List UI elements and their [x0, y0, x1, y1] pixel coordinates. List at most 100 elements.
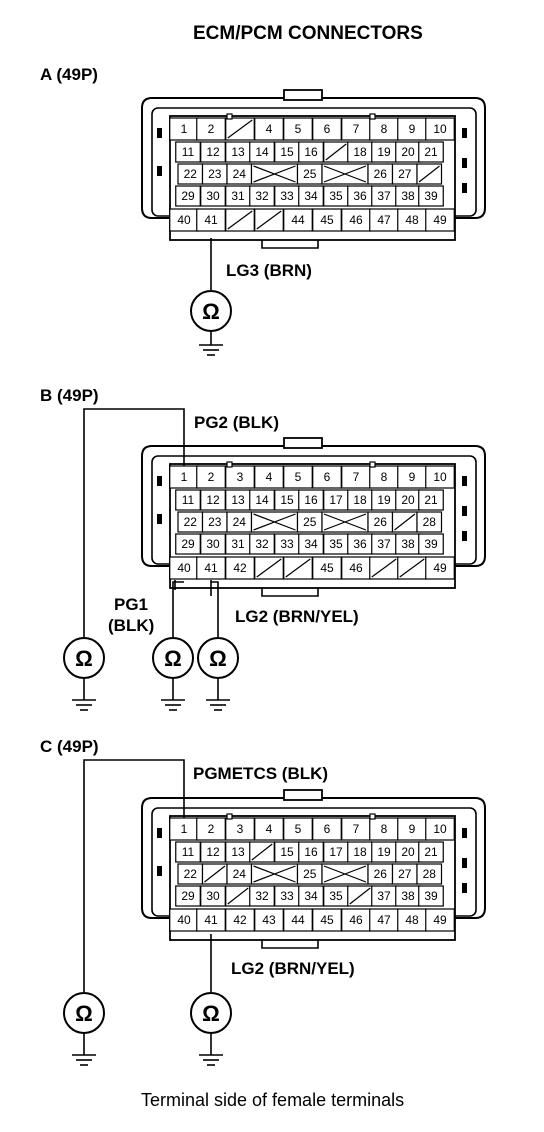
terminal-number: 40 [177, 913, 191, 927]
ground-icon [72, 1033, 223, 1066]
terminal-number: 5 [295, 470, 302, 484]
terminal-cell [418, 841, 444, 863]
terminal-number: 20 [401, 493, 415, 507]
wire-label-pg2: PG2 (BLK) [194, 413, 279, 432]
terminal-number: 18 [353, 145, 367, 159]
terminal-number: 12 [206, 145, 220, 159]
terminal-number: 9 [409, 122, 416, 136]
terminal-number: 48 [405, 913, 419, 927]
blocked-terminal-mark [253, 865, 296, 883]
terminal-number: 18 [353, 493, 367, 507]
terminal-number: 24 [233, 515, 247, 529]
terminal-number: 42 [233, 561, 247, 575]
terminal-number: 6 [324, 122, 331, 136]
terminal-cell [425, 817, 455, 841]
terminal-number: 10 [433, 122, 447, 136]
unused-terminal-mark [371, 558, 397, 578]
terminal-cell [425, 556, 455, 580]
terminal-cell [418, 185, 444, 207]
terminal-number: 45 [320, 213, 334, 227]
terminal-number: 21 [424, 493, 438, 507]
terminal-number: 47 [377, 913, 391, 927]
terminal-number: 20 [401, 145, 415, 159]
wire-label-pgmetcs: PGMETCS (BLK) [193, 764, 328, 783]
terminal-number: 26 [374, 515, 388, 529]
terminal-number: 30 [206, 189, 220, 203]
unused-terminal-mark [285, 558, 311, 578]
terminal-number: 43 [262, 913, 276, 927]
terminal-number: 8 [381, 822, 388, 836]
terminal-number: 6 [324, 822, 331, 836]
terminal-number: 36 [353, 189, 367, 203]
ohm-symbol: Ω [202, 1001, 220, 1026]
terminal-number: 3 [237, 822, 244, 836]
terminal-number: 46 [349, 213, 363, 227]
terminal-number: 49 [433, 561, 447, 575]
terminal-number: 10 [433, 822, 447, 836]
terminal-number: 18 [353, 845, 367, 859]
terminal-number: 2 [208, 822, 215, 836]
terminal-number: 34 [304, 189, 318, 203]
terminal-number: 46 [349, 913, 363, 927]
diagram-title: ECM/PCM CONNECTORS [193, 23, 423, 44]
wire-label-lg3: LG3 (BRN) [226, 261, 312, 280]
terminal-cell [418, 885, 444, 907]
terminal-number: 21 [424, 145, 438, 159]
terminal-number: 48 [405, 213, 419, 227]
terminal-number: 42 [233, 913, 247, 927]
terminal-number: 22 [184, 515, 198, 529]
unused-terminal-mark [227, 119, 253, 139]
terminal-number: 29 [181, 189, 195, 203]
terminal-number: 39 [424, 537, 438, 551]
terminal-number: 23 [208, 515, 222, 529]
terminal-number: 26 [374, 167, 388, 181]
ohm-symbol: Ω [75, 646, 93, 671]
wire-label-lg2-b: LG2 (BRN/YEL) [235, 607, 359, 626]
terminal-number: 41 [204, 213, 218, 227]
terminal-number: 11 [182, 145, 195, 159]
ohmmeter-a: Ω [190, 290, 232, 332]
terminal-number: 37 [377, 189, 391, 203]
terminal-number: 31 [231, 189, 245, 203]
wire-label-pg1-color: (BLK) [108, 616, 154, 635]
terminal-number: 38 [401, 537, 415, 551]
terminal-number: 7 [353, 122, 360, 136]
terminal-number: 20 [401, 845, 415, 859]
terminal-number: 22 [184, 167, 198, 181]
terminal-number: 1 [181, 122, 188, 136]
terminal-cell [425, 465, 455, 489]
terminal-number: 40 [177, 213, 191, 227]
wire-label-pg1: PG1 [114, 595, 148, 614]
terminal-cell [418, 489, 444, 511]
terminal-number: 34 [304, 537, 318, 551]
unused-terminal-mark [418, 165, 440, 183]
terminal-number: 33 [280, 889, 294, 903]
terminal-number: 2 [208, 122, 215, 136]
terminal-number: 9 [409, 470, 416, 484]
terminal-number: 33 [280, 537, 294, 551]
terminal-number: 28 [423, 867, 437, 881]
unused-terminal-mark [251, 843, 273, 861]
unused-terminal-mark [227, 887, 249, 905]
unused-terminal-mark [399, 558, 425, 578]
unused-terminal-mark [256, 210, 282, 230]
terminal-number: 31 [231, 537, 245, 551]
ground-icon [199, 331, 223, 356]
terminal-number: 49 [433, 913, 447, 927]
ohm-symbol: Ω [202, 299, 220, 324]
terminal-cell [425, 908, 455, 932]
terminal-number: 29 [181, 889, 195, 903]
unused-terminal-mark [394, 513, 416, 531]
terminal-cell [416, 863, 443, 885]
blocked-terminal-mark [323, 513, 367, 531]
terminal-number: 30 [206, 537, 220, 551]
ohmmeter-c2: Ω [190, 992, 232, 1034]
ohm-symbol: Ω [209, 646, 227, 671]
terminal-number: 9 [409, 822, 416, 836]
terminal-number: 15 [280, 493, 294, 507]
terminal-number: 22 [184, 867, 198, 881]
ohmmeter-b2: Ω [152, 637, 194, 679]
